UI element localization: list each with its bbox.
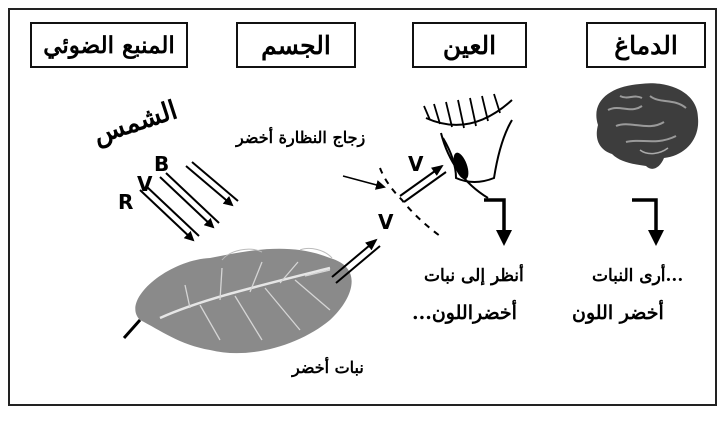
eye-icon	[424, 94, 512, 198]
ray-label-v: V	[137, 172, 152, 196]
glasses-label: زجاج النظارة أخضر	[236, 128, 365, 147]
reflected-ray-label-v: V	[378, 210, 393, 234]
ray-label-b: B	[154, 152, 169, 176]
brain-icon	[596, 83, 698, 169]
glasses-pointer	[343, 176, 384, 187]
eye-caption-line1: أنظر إلى نبات	[424, 266, 524, 286]
brain-caption-line2: أخضر اللون	[572, 302, 664, 324]
brain-caption-line1: ...أرى النبات	[592, 266, 683, 286]
leaf-icon	[124, 248, 352, 353]
green-plant-label: نبات أخضر	[292, 358, 364, 377]
ray-label-r: R	[118, 190, 133, 214]
eye-caption-line2: أخضراللون...	[412, 302, 517, 324]
transmitted-ray-label-v: V	[408, 152, 423, 176]
down-turn-arrow-icon	[484, 200, 656, 232]
